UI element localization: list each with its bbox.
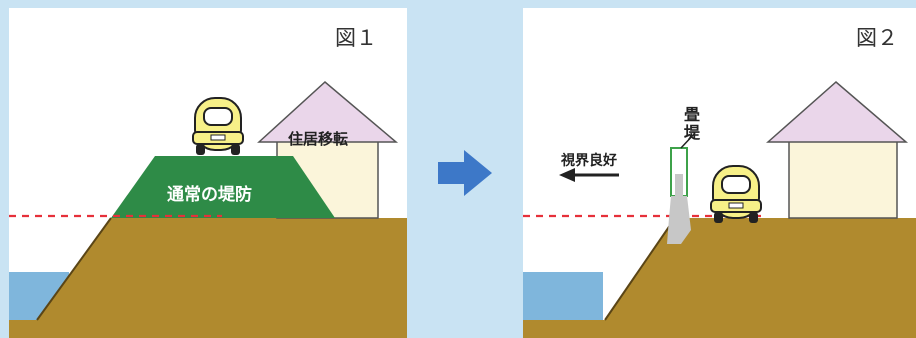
tatami-leader-line <box>680 132 696 149</box>
visibility-label: 視界良好 <box>561 153 617 169</box>
water <box>523 272 603 320</box>
car-icon <box>710 165 762 223</box>
ground-slope-edge <box>604 217 676 321</box>
embankment-label: 通常の堤防 <box>167 185 252 205</box>
figure-2-illustration <box>523 81 916 338</box>
figure-2-panel: 図２ 視界良好 畳堤 <box>523 8 916 338</box>
right-arrow-icon <box>438 150 492 196</box>
ground <box>9 218 407 338</box>
figure-1-panel: 図１ 通常の堤防 住居移転 <box>9 8 407 338</box>
house-relocation-label: 住居移転 <box>288 130 349 148</box>
tatami-wall <box>667 147 691 244</box>
embankment <box>111 156 335 218</box>
left-arrow-icon <box>559 168 619 182</box>
ground-slope-edge <box>36 217 112 321</box>
figure-1-illustration <box>9 81 407 338</box>
house-icon <box>766 81 909 219</box>
figure-2-title: 図２ <box>856 26 898 50</box>
car-icon <box>192 97 244 155</box>
tatami-wall-label: 畳堤 <box>683 105 700 142</box>
ground <box>523 218 916 338</box>
figure-1-title: 図１ <box>335 26 377 50</box>
